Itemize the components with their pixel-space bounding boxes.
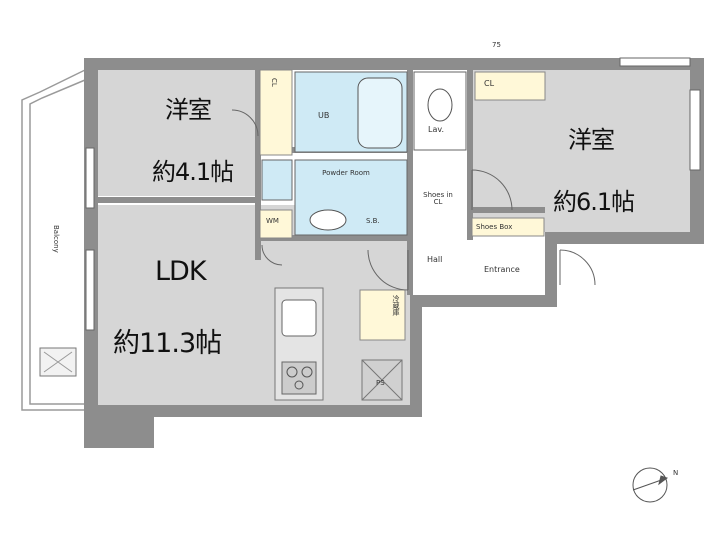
closet-left bbox=[259, 69, 293, 156]
label-mark-top: 75 bbox=[492, 41, 501, 49]
kitchen-sink bbox=[281, 299, 317, 337]
washing-machine-pan bbox=[261, 159, 293, 201]
room-size-western-left: 約4.1帖 bbox=[152, 158, 234, 186]
label-hall: Hall bbox=[427, 255, 443, 264]
room-name-ldk: LDK bbox=[155, 256, 207, 287]
label-cl-right: CL bbox=[484, 79, 495, 88]
room-name-western-right: 洋室 bbox=[568, 126, 615, 154]
balcony bbox=[21, 69, 86, 411]
fridge-space bbox=[359, 289, 406, 341]
doors bbox=[231, 109, 596, 291]
label-sb: S.B. bbox=[366, 217, 380, 225]
label-cl-left: CL bbox=[270, 78, 278, 87]
room-name-western-left: 洋室 bbox=[165, 96, 212, 124]
toilet bbox=[427, 88, 453, 122]
western-room-left-floor bbox=[98, 70, 258, 196]
label-lav: Lav. bbox=[428, 125, 445, 134]
label-ub: UB bbox=[318, 111, 330, 120]
hall-floor bbox=[410, 150, 470, 295]
shoes-in-closet bbox=[259, 209, 293, 239]
label-balcony: Balcony bbox=[52, 225, 60, 253]
label-powder-room: Powder Room bbox=[322, 169, 370, 177]
label-entrance: Entrance bbox=[484, 265, 520, 274]
room-size-ldk: 約11.3帖 bbox=[113, 328, 222, 359]
label-shoes-in-cl: Shoes in CL bbox=[423, 191, 453, 206]
wash-basin bbox=[309, 209, 347, 231]
north-compass-icon bbox=[632, 467, 669, 503]
room-size-western-right: 約6.1帖 bbox=[553, 188, 635, 216]
entrance-floor bbox=[470, 240, 545, 295]
label-ps: PS bbox=[376, 379, 385, 387]
bathtub bbox=[357, 77, 403, 149]
closet-right bbox=[474, 71, 546, 101]
shoes-box bbox=[471, 217, 545, 237]
label-wm: WM bbox=[266, 217, 279, 225]
label-refrigerator: 冷蔵庫 bbox=[392, 295, 400, 316]
label-shoes-box: Shoes Box bbox=[476, 223, 513, 231]
windows bbox=[85, 57, 701, 331]
label-north: N bbox=[673, 469, 679, 477]
